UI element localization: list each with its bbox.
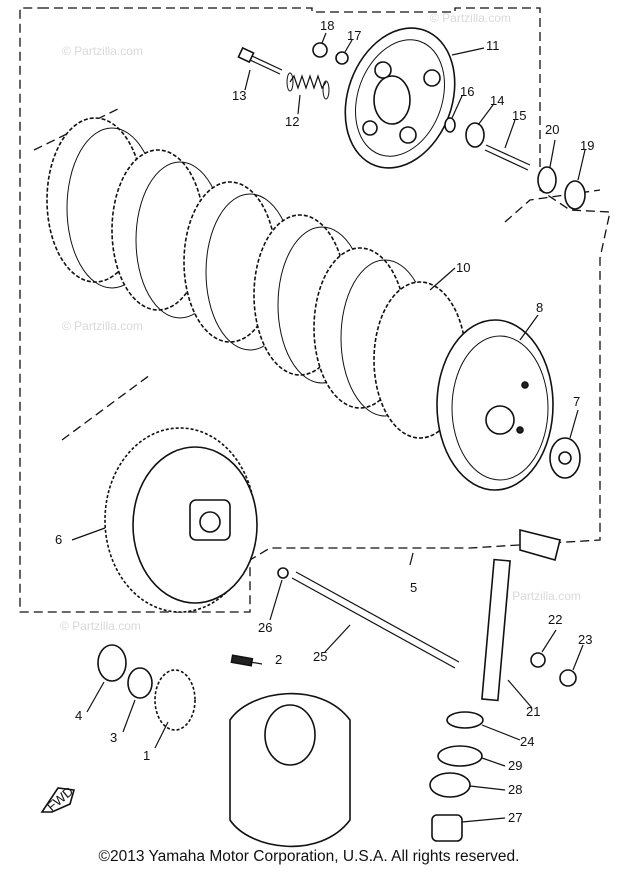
callout-26: 26 [258,620,272,635]
callout-5: 5 [410,580,417,595]
callout-20: 20 [545,122,559,137]
lock-washer [564,180,586,210]
nut [312,42,328,58]
crankshaft [229,692,351,848]
spring [446,711,484,729]
watermark: © Partzilla.com [430,11,511,25]
clutch-spring-bolt [237,46,283,75]
watermark: © Partzilla.com [62,44,143,58]
callout-10: 10 [456,260,470,275]
nut-4 [97,644,127,682]
adjuster [465,122,485,148]
circlip [444,117,456,133]
callout-23: 23 [578,632,592,647]
push-rod [291,571,460,669]
washer-3 [127,667,153,699]
callout-2: 2 [275,652,282,667]
callout-1: 1 [143,748,150,763]
primary-drive-gear [154,669,196,731]
callout-18: 18 [320,18,334,33]
callout-12: 12 [285,114,299,129]
leader-lines [71,32,586,823]
callout-7: 7 [573,394,580,409]
callout-24: 24 [520,734,534,749]
callout-6: 6 [55,532,62,547]
callout-8: 8 [536,300,543,315]
washer-22 [530,652,546,668]
washer-hole [558,451,572,465]
callout-28: 28 [508,782,522,797]
boss-outline [61,374,151,441]
callout-16: 16 [460,84,474,99]
screw-23 [559,669,577,687]
clutch-assembly-outline [19,7,611,613]
callout-22: 22 [548,612,562,627]
push-lever-axle [481,528,561,702]
clutch-boss [436,319,554,491]
fwd-arrow: FWD [40,784,76,815]
watermark: © Partzilla.com [60,619,141,633]
primary-driven-gear [104,427,258,613]
push-rod-screw [484,144,531,171]
pressure-plate [344,27,456,169]
callout-25: 25 [313,649,327,664]
bearing [429,772,471,798]
callout-13: 13 [232,88,246,103]
oil-seal [437,745,483,767]
pushrod-outline [504,189,601,223]
callout-27: 27 [508,810,522,825]
callout-21: 21 [526,704,540,719]
clutch-spring [286,72,330,100]
callout-29: 29 [508,758,522,773]
watermark: © Partzilla.com [500,589,581,603]
callout-15: 15 [512,108,526,123]
callout-3: 3 [110,730,117,745]
callout-labels: 1 2 3 4 5 6 7 8 10 11 12 13 14 15 16 17 … [55,18,594,825]
callout-17: 17 [347,28,361,43]
ball [277,567,289,579]
callout-4: 4 [75,708,82,723]
callout-11: 11 [486,38,500,53]
copyright-notice: ©2013 Yamaha Motor Corporation, U.S.A. A… [98,848,520,865]
lock-nut [537,166,557,194]
bushing [431,814,463,842]
callout-14: 14 [490,93,504,108]
crank-web [264,704,316,766]
washer [335,51,349,65]
callout-19: 19 [580,138,594,153]
key [230,654,254,667]
svg-text:FWD: FWD [44,784,76,815]
watermark: © Partzilla.com [62,319,143,333]
